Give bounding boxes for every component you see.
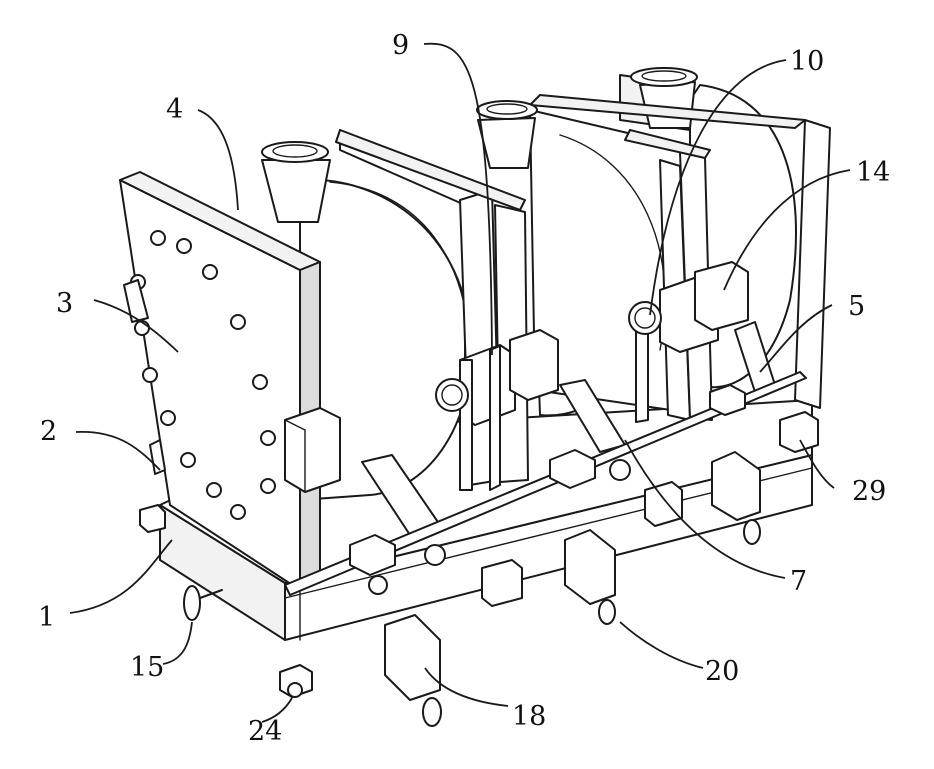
label-10: 10 bbox=[790, 46, 824, 77]
label-24: 24 bbox=[248, 716, 282, 747]
label-15: 15 bbox=[130, 652, 164, 683]
label-7: 7 bbox=[790, 566, 807, 597]
drain-valve bbox=[184, 586, 222, 620]
label-18: 18 bbox=[512, 701, 546, 732]
label-2: 2 bbox=[40, 416, 57, 447]
label-5: 5 bbox=[848, 291, 865, 322]
label-14: 14 bbox=[856, 157, 890, 188]
label-9: 9 bbox=[392, 30, 409, 61]
label-1: 1 bbox=[38, 602, 55, 633]
label-3: 3 bbox=[56, 288, 73, 319]
label-4: 4 bbox=[166, 94, 183, 125]
label-29: 29 bbox=[852, 476, 886, 507]
label-20: 20 bbox=[705, 656, 739, 687]
